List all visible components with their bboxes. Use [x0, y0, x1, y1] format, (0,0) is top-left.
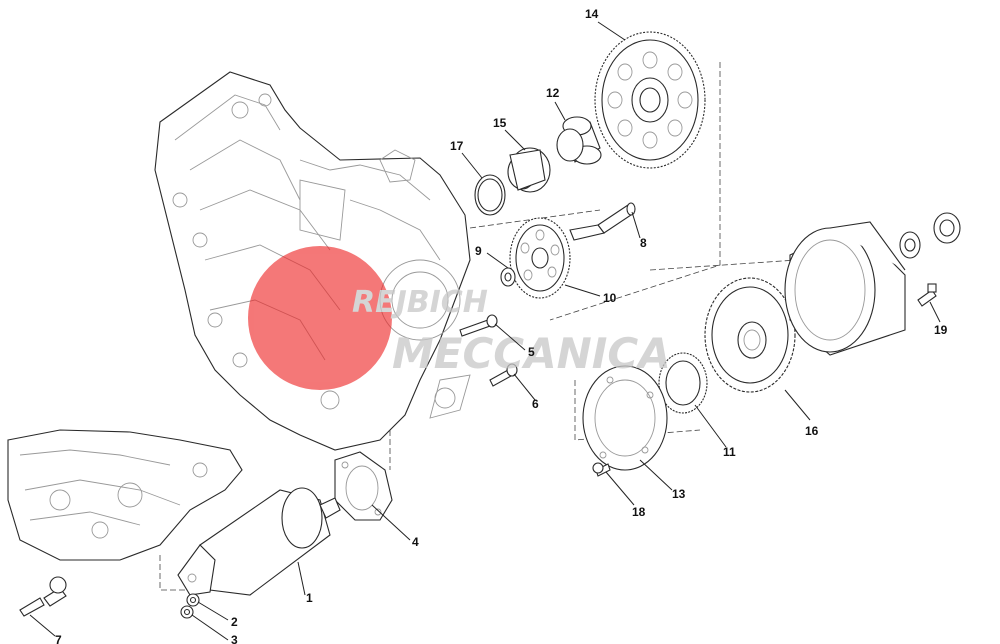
callout-5: 5	[528, 345, 535, 359]
watermark-circle	[248, 246, 392, 390]
part-4-gasket	[334, 451, 393, 521]
callout-3: 3	[231, 633, 238, 644]
part-10-idler-gear	[509, 217, 571, 299]
part-7-bolt	[19, 576, 67, 617]
part-17-washer	[474, 174, 506, 216]
callout-7: 7	[55, 633, 62, 644]
part-14-ring-gear	[594, 31, 706, 169]
part-8-shaft	[569, 202, 636, 241]
part-13-plate	[582, 365, 668, 471]
callout-13: 13	[672, 487, 686, 501]
leader-lines	[29, 21, 941, 641]
callout-16: 16	[805, 424, 819, 438]
part-2-washer	[186, 593, 200, 607]
rotor-cylinder	[784, 221, 906, 356]
part-9-washer	[500, 267, 516, 287]
callout-9: 9	[475, 244, 482, 258]
callout-18: 18	[632, 505, 646, 519]
part-3-nut	[180, 605, 194, 619]
nut-and-washer	[899, 212, 961, 259]
watermark-logo: REJBICH MECCANICA	[248, 246, 671, 390]
part-6-screw	[489, 363, 518, 387]
part-5-screw	[459, 314, 498, 337]
part-19-bolt	[917, 283, 937, 307]
callout-8: 8	[640, 236, 647, 250]
callout-2: 2	[231, 615, 238, 629]
watermark-line-2: MECCANICA	[392, 329, 671, 378]
callout-4: 4	[412, 535, 419, 549]
callout-14: 14	[585, 7, 599, 21]
callout-11: 11	[723, 445, 736, 459]
part-15-bearing	[507, 147, 551, 193]
part-16-clutch-housing	[704, 277, 796, 393]
callout-10: 10	[603, 291, 617, 305]
callout-6: 6	[532, 397, 539, 411]
part-11-sprag-ring	[658, 352, 708, 414]
callout-1: 1	[306, 591, 313, 605]
callout-15: 15	[493, 116, 507, 130]
callout-labels: 1 2 3 4 5 6 7 8 9 10 11 12 13 14 15 16 1…	[55, 7, 948, 644]
callout-17: 17	[450, 139, 464, 153]
callout-19: 19	[934, 323, 948, 337]
part-1-starter-motor	[177, 487, 341, 596]
part-18-screw	[592, 462, 611, 477]
part-12-sleeve	[556, 116, 602, 165]
watermark-line-1: REJBICH	[352, 285, 488, 320]
callout-12: 12	[546, 86, 560, 100]
crankcase-lower-view	[7, 429, 243, 561]
